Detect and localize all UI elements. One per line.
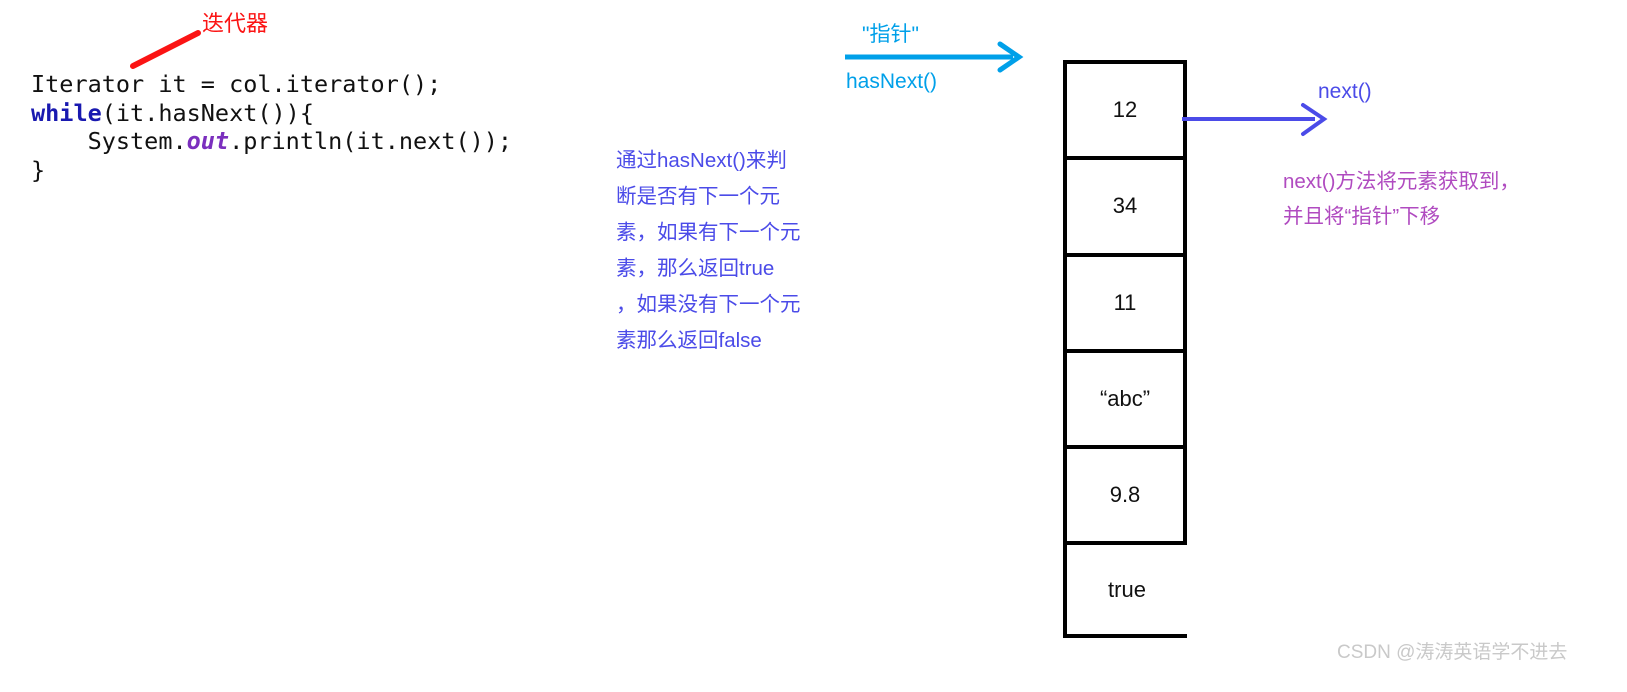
cell-value: 12 [1112, 97, 1138, 123]
collection-cell: 34 [1063, 156, 1187, 253]
code-field-out: out [186, 127, 230, 155]
java-code-snippet: Iterator it = col.iterator(); while(it.h… [31, 70, 512, 184]
code-keyword-while: while [31, 98, 102, 127]
cyan-pointer-arrow-head [997, 41, 1024, 73]
cell-value: 11 [1113, 289, 1137, 315]
next-explanation-note: next()方法将元素获取到， 并且将“指针”下移 [1283, 170, 1520, 228]
cell-value: true [1108, 576, 1146, 602]
cell-value: 9.8 [1109, 482, 1141, 508]
collection-cell: 12 [1063, 60, 1187, 157]
red-pointer-line [130, 30, 201, 69]
hasnext-explanation-note: 通过hasNext()来判 断是否有下一个元 素，如果有下一个元 素，那么返回t… [616, 149, 801, 352]
pointer-cyan-label: "指针" [862, 23, 919, 46]
cell-value: “abc” [1099, 386, 1151, 412]
collection-cell: 9.8 [1063, 445, 1187, 542]
code-line-2-rest: (it.hasNext()){ [101, 98, 314, 127]
code-line-3-post: .println(it.next()); [229, 127, 513, 155]
code-line-4: } [31, 155, 46, 184]
iterator-red-label: 迭代器 [202, 11, 269, 36]
next-method-label: next() [1318, 80, 1372, 103]
hasnext-cyan-label: hasNext() [846, 70, 938, 93]
code-line-1: Iterator it = col.iterator(); [31, 70, 442, 98]
blue-next-arrow-head [1301, 103, 1328, 136]
collection-cell: 11 [1063, 252, 1187, 349]
code-line-3-pre: System. [31, 127, 187, 155]
csdn-watermark: CSDN @涛涛英语学不进去 [1337, 642, 1568, 663]
collection-elements-column: 12 34 11 “abc” 9.8 true [1063, 60, 1187, 638]
collection-cell: true [1063, 541, 1187, 638]
cell-value: 34 [1112, 193, 1138, 219]
collection-cell: “abc” [1063, 348, 1187, 446]
